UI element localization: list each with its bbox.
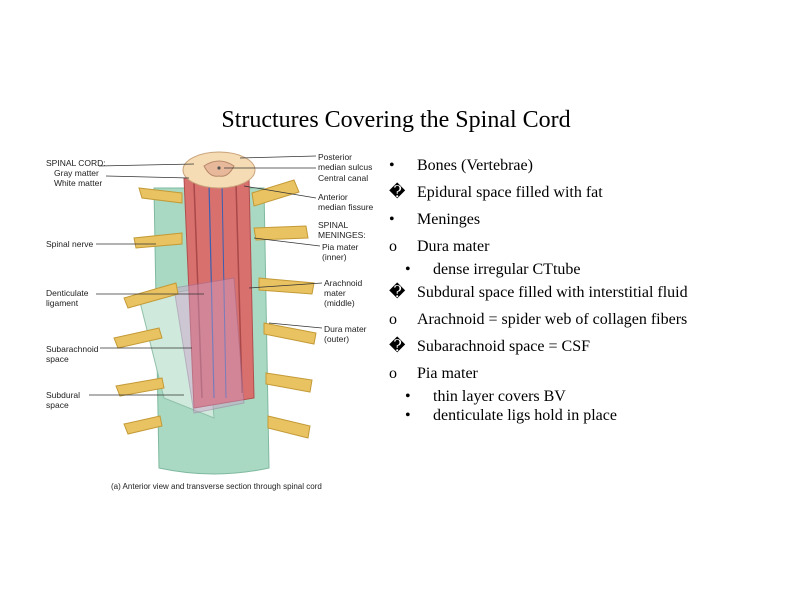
label-anterior-1: Anterior: [318, 192, 348, 202]
bullet-item: o Pia mater: [389, 364, 788, 383]
bullet-text: Meninges: [417, 211, 481, 228]
spinal-cord-illustration: [89, 151, 323, 475]
bullet-item: o Dura mater: [389, 237, 788, 256]
bullet-marker: �: [389, 184, 406, 201]
label-posterior-1: Posterior: [318, 152, 353, 162]
label-meninges-2: MENINGES:: [318, 230, 366, 240]
label-subarachnoid-2: space: [46, 354, 69, 364]
bullet-text: dense irregular CTtube: [433, 261, 581, 278]
label-dura-2: (outer): [324, 334, 350, 344]
bullet-item: • denticulate ligs hold in place: [403, 406, 788, 425]
slide-title: Structures Covering the Spinal Cord: [221, 107, 571, 133]
bullet-text: denticulate ligs hold in place: [433, 407, 617, 424]
bullet-text: Bones (Vertebrae): [417, 157, 533, 174]
label-denticulate-1: Denticulate: [46, 288, 89, 298]
bullet-text: Pia mater: [417, 365, 478, 382]
bullet-text: Epidural space filled with fat: [417, 184, 603, 201]
bullet-marker: o: [389, 311, 397, 328]
figure-caption: (a) Anterior view and transverse section…: [111, 482, 322, 491]
label-meninges-1: SPINAL: [318, 220, 349, 230]
bullet-marker: •: [389, 157, 395, 174]
bullet-item: � Subarachnoid space = CSF: [389, 337, 788, 356]
label-central-canal: Central canal: [318, 173, 369, 183]
bullet-marker: �: [389, 338, 406, 355]
label-anterior-2: median fissure: [318, 202, 374, 212]
label-subarachnoid-1: Subarachnoid: [46, 344, 99, 354]
label-subdural-2: space: [46, 400, 69, 410]
bullet-item: o Arachnoid = spider web of collagen fibe…: [389, 310, 788, 329]
label-arachnoid-3: (middle): [324, 298, 355, 308]
bullet-marker: •: [405, 407, 411, 424]
label-subdural-1: Subdural: [46, 390, 81, 400]
bullet-item: � Subdural space filled with interstitial…: [389, 283, 788, 302]
label-dura-1: Dura mater: [324, 324, 367, 334]
bullet-item: • Meninges: [389, 210, 788, 229]
bullet-text: Dura mater: [417, 238, 490, 255]
bullet-item: • dense irregular CTtube: [403, 260, 788, 279]
label-spinal-cord: SPINAL CORD:: [46, 158, 106, 168]
label-arachnoid-1: Arachnoid: [324, 278, 363, 288]
bullet-text: Subarachnoid space = CSF: [417, 338, 590, 355]
label-denticulate-2: ligament: [46, 298, 79, 308]
label-gray-matter: Gray matter: [54, 168, 99, 178]
bullet-marker: o: [389, 365, 397, 382]
bullet-item: • thin layer covers BV: [403, 387, 788, 406]
bullet-text: Subdural space filled with interstitial …: [417, 284, 688, 301]
bullet-marker: o: [389, 238, 397, 255]
bullet-text: thin layer covers BV: [433, 388, 566, 405]
bullet-marker: •: [405, 261, 411, 278]
bullet-marker: �: [389, 284, 406, 301]
bullet-list: • Bones (Vertebrae) � Epidural space filled…: [389, 156, 788, 429]
label-pia-2: (inner): [322, 252, 347, 262]
bullet-marker: •: [405, 388, 411, 405]
bullet-item: � Epidural space filled with fat: [389, 183, 788, 202]
spinal-cord-figure: SPINAL CORD: Gray matter White matter Sp…: [44, 148, 394, 498]
label-white-matter: White matter: [54, 178, 103, 188]
label-posterior-2: median sulcus: [318, 162, 373, 172]
label-spinal-nerve: Spinal nerve: [46, 239, 94, 249]
bullet-marker: •: [389, 211, 395, 228]
label-arachnoid-2: mater: [324, 288, 346, 298]
bullet-item: • Bones (Vertebrae): [389, 156, 788, 175]
bullet-text: Arachnoid = spider web of collagen fiber…: [417, 311, 688, 328]
label-pia-1: Pia mater: [322, 242, 359, 252]
